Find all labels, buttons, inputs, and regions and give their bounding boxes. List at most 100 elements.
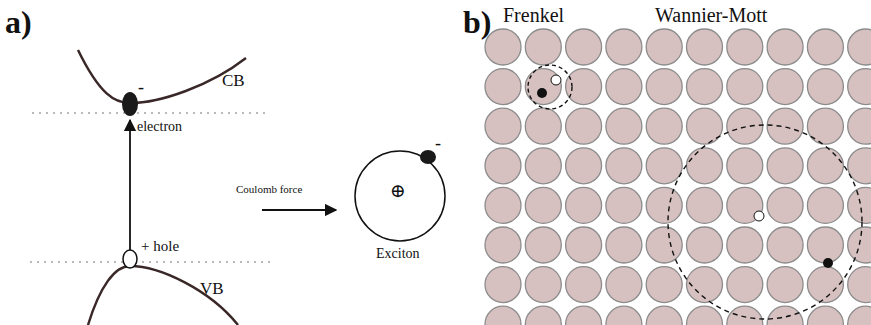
atom-site [687, 29, 723, 65]
atom-site [687, 148, 723, 184]
atom-site [606, 29, 642, 65]
atom-site [807, 306, 843, 325]
atom-site [485, 227, 521, 263]
atom-site [485, 108, 521, 144]
atom-site [848, 267, 871, 303]
atom-site [767, 187, 803, 223]
atom-site [646, 29, 682, 65]
atom-site [767, 267, 803, 303]
atom-site [566, 227, 602, 263]
atom-site [566, 267, 602, 303]
electron-dot [537, 88, 547, 98]
atom-site [606, 69, 642, 105]
band-label: VB [200, 280, 224, 297]
atom-site [566, 306, 602, 325]
arrow-label: Coulomb force [236, 184, 302, 195]
atom-site [848, 187, 871, 223]
atom-site [767, 306, 803, 325]
atom-site [807, 227, 843, 263]
panel-letter: a) [5, 6, 32, 38]
atom-site [687, 187, 723, 223]
atom-site [566, 108, 602, 144]
caption-label: Exciton [376, 247, 420, 261]
atom-site [606, 267, 642, 303]
valence-band [88, 266, 238, 325]
atom-site [767, 227, 803, 263]
atom-site [807, 69, 843, 105]
atom-site [485, 187, 521, 223]
frenkel-radius [528, 65, 572, 109]
atom-site [687, 306, 723, 325]
atom-site [767, 108, 803, 144]
atom-site [606, 187, 642, 223]
atom-site [606, 227, 642, 263]
hole-dot [551, 75, 561, 85]
electron-dot [122, 92, 138, 116]
atom-site [525, 227, 561, 263]
atom-site [807, 29, 843, 65]
charge-symbol: ⊕ [390, 181, 406, 200]
band-label: CB [222, 72, 245, 89]
atom-site [848, 69, 871, 105]
atom-site [807, 267, 843, 303]
excitation-arrow [129, 120, 131, 250]
atom-site [767, 69, 803, 105]
atom-site [646, 306, 682, 325]
level-line [32, 112, 270, 113]
atom-site [566, 69, 602, 105]
conduction-band [78, 50, 246, 103]
atom-site [687, 227, 723, 263]
atom-site [525, 29, 561, 65]
atom-site [485, 306, 521, 325]
atom-site [727, 69, 763, 105]
atom-site [727, 306, 763, 325]
atom-site [525, 187, 561, 223]
atom-site [727, 227, 763, 263]
atom-site [606, 306, 642, 325]
atom-site [848, 29, 871, 65]
atom-site [566, 29, 602, 65]
atom-site [646, 69, 682, 105]
atom-site [646, 108, 682, 144]
atom-site [525, 69, 561, 105]
lattice [485, 29, 871, 325]
type-label: Frenkel [503, 5, 564, 25]
atom-site [727, 148, 763, 184]
charge-sign: - [435, 134, 441, 152]
atom-site [485, 148, 521, 184]
exciton-orbit [355, 151, 445, 241]
atom-site [687, 108, 723, 144]
atom-site [848, 306, 871, 325]
charge-sign: - [138, 78, 144, 96]
atom-site [606, 148, 642, 184]
atom-site [807, 108, 843, 144]
atom-site [646, 148, 682, 184]
atom-site [646, 187, 682, 223]
atom-site [485, 267, 521, 303]
atom-site [525, 306, 561, 325]
particle-label: electron [137, 120, 182, 134]
atom-site [525, 148, 561, 184]
atom-site [848, 108, 871, 144]
atom-site [525, 267, 561, 303]
atom-site [485, 69, 521, 105]
electron-dot [420, 150, 436, 164]
hole-dot [123, 250, 137, 268]
atom-site [687, 69, 723, 105]
atom-site [525, 108, 561, 144]
hole-dot [754, 211, 764, 221]
atom-site [848, 148, 871, 184]
atom-site [807, 148, 843, 184]
particle-label: + hole [141, 239, 179, 254]
atom-site [767, 148, 803, 184]
atom-site [848, 227, 871, 263]
atom-site [727, 108, 763, 144]
atom-site [646, 267, 682, 303]
type-label: Wannier-Mott [655, 5, 767, 25]
atom-site [727, 29, 763, 65]
atom-site [566, 187, 602, 223]
coulomb-arrow [262, 209, 336, 211]
panel-letter: b) [463, 6, 491, 38]
atom-site [566, 148, 602, 184]
